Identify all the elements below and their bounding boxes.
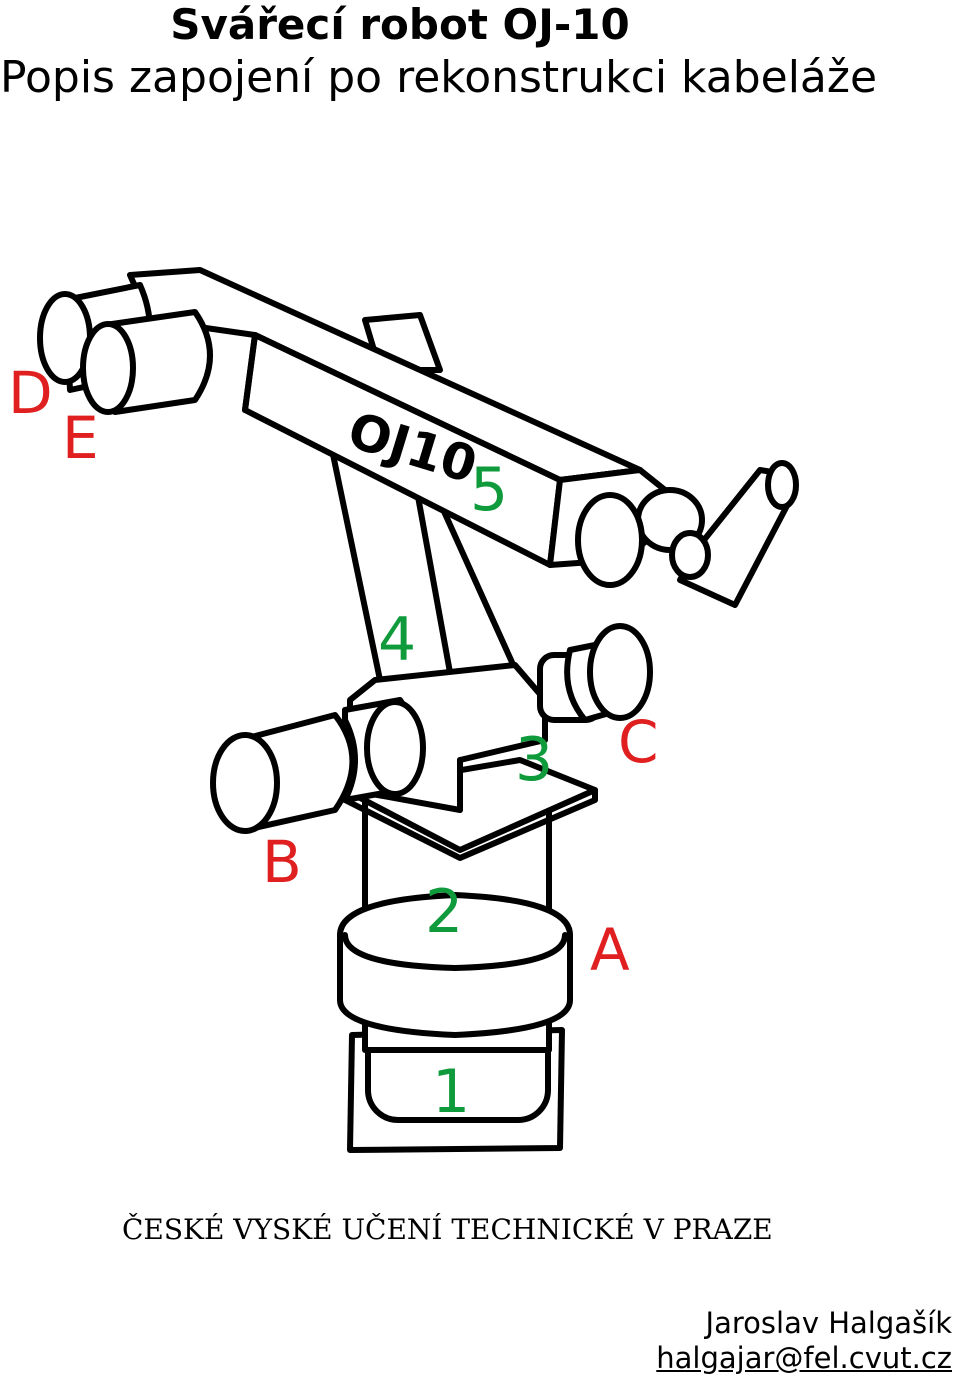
segment-label-2: 2 (425, 877, 463, 947)
robot-wrist (575, 460, 799, 608)
segment-label-5: 5 (470, 455, 508, 525)
motor-label-e: E (62, 404, 99, 472)
motor-label-c: C (618, 708, 659, 776)
segment-label-3: 3 (515, 725, 553, 795)
document-title: Svářecí robot OJ-10 (170, 0, 630, 49)
segment-label-1: 1 (432, 1057, 470, 1127)
motor-b (210, 697, 426, 834)
author-name: Jaroslav Halgašík (705, 1306, 952, 1340)
motor-label-b: B (262, 828, 302, 896)
university-name: ČESKÉ VYSKÉ UČENÍ TECHNICKÉ V PRAZE (122, 1213, 773, 1246)
document-subtitle: Popis zapojení po rekonstrukci kabeláže (0, 52, 878, 103)
motor-c (537, 623, 653, 723)
segment-label-4: 4 (378, 605, 416, 675)
motor-label-d: D (8, 359, 53, 427)
motor-label-a: A (590, 916, 630, 984)
author-email-link[interactable]: halgajar@fel.cvut.cz (656, 1341, 952, 1375)
motor-e (80, 309, 213, 415)
